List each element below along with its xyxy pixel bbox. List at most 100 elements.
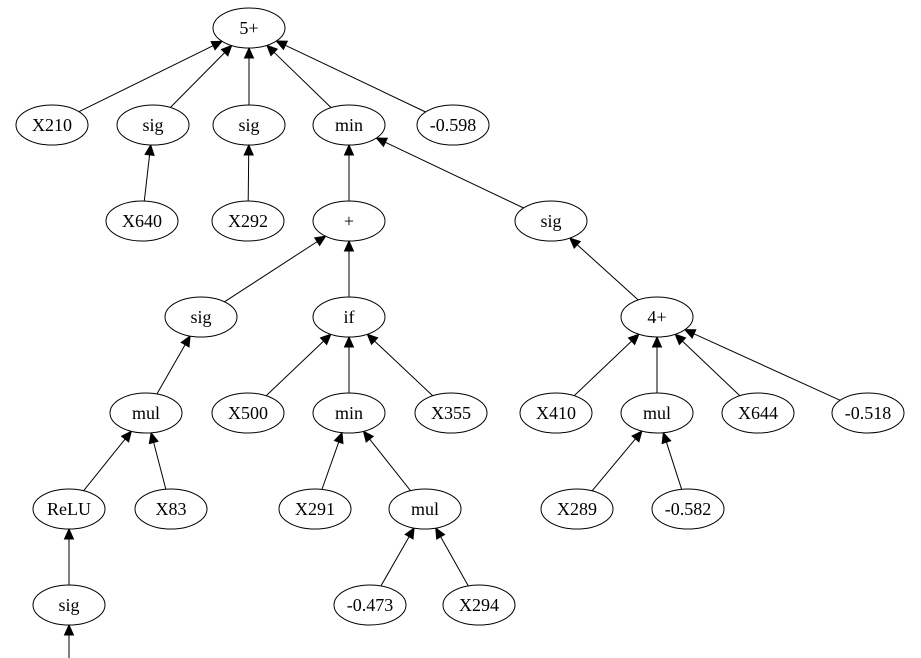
node-ellipse — [105, 200, 179, 242]
node-label: X410 — [536, 403, 576, 423]
node-ellipse — [514, 200, 588, 242]
node-label: X640 — [122, 211, 162, 231]
arrowhead — [631, 430, 643, 443]
edge-sig_e-to-relu — [63, 527, 75, 585]
node-label: ReLU — [47, 499, 91, 519]
node-x355: X355 — [414, 392, 488, 434]
node-ellipse — [312, 200, 386, 242]
edge-x83-to-mul_left — [148, 431, 167, 490]
node-label: mul — [643, 403, 671, 423]
arrowhead — [220, 44, 233, 57]
edge-c_0518-to-four_plus — [683, 329, 841, 401]
edge-line — [682, 340, 741, 397]
node-min-mid: min — [312, 392, 386, 434]
edge-line — [265, 340, 324, 397]
node-c-0518: -0.518 — [831, 392, 905, 434]
edge-x410-to-four_plus — [573, 333, 640, 397]
node-label: sig — [540, 211, 561, 231]
edge-line — [169, 52, 225, 108]
edge-line — [83, 438, 126, 492]
edge-x355-to-if — [366, 333, 434, 397]
arrowhead — [404, 527, 415, 540]
node-label: X291 — [295, 499, 335, 519]
node-ellipse — [620, 296, 694, 338]
node-mul-right: mul — [620, 392, 694, 434]
node-plus: + — [312, 200, 386, 242]
node-ellipse — [414, 392, 488, 434]
edge-line — [591, 438, 636, 492]
node-c-0582: -0.582 — [651, 488, 725, 530]
node-label: X294 — [459, 595, 499, 615]
arrowhead — [343, 239, 355, 252]
node-ellipse — [416, 104, 490, 146]
edge-line — [440, 536, 469, 587]
edge-x500-to-if — [265, 333, 332, 397]
node-label: mul — [132, 403, 160, 423]
node-label: if — [344, 307, 355, 327]
edge-plus-to-min_top — [343, 143, 355, 201]
node-sig-d: sig — [514, 200, 588, 242]
edge-if-to-plus — [343, 239, 355, 297]
node-label: X210 — [32, 115, 72, 135]
edge-x210-to-root — [78, 40, 224, 113]
edge-relu-to-mul_left — [83, 430, 133, 492]
arrowhead — [683, 329, 697, 339]
arrowhead — [362, 430, 375, 443]
arrowhead — [144, 143, 155, 156]
node-relu: ReLU — [32, 488, 106, 530]
node-min-top: min — [312, 104, 386, 146]
edge-line — [665, 442, 683, 490]
node-root: 5+ — [212, 7, 286, 49]
edge-sig_b-to-root — [243, 46, 255, 105]
edge-mul_right-to-four_plus — [651, 335, 663, 393]
edge-c_0598-to-root — [275, 40, 426, 113]
node-ellipse — [278, 488, 352, 530]
arrowhead — [148, 431, 159, 445]
node-four-plus: 4+ — [620, 296, 694, 338]
node-label: sig — [142, 115, 163, 135]
node-mul-left: mul — [109, 392, 183, 434]
node-ellipse — [651, 488, 725, 530]
arrowhead — [180, 335, 191, 348]
node-x292: X292 — [211, 200, 285, 242]
arrowhead — [661, 431, 672, 445]
edge-line — [380, 536, 410, 587]
edge-x289-to-mul_right — [591, 430, 643, 492]
arrowhead — [243, 143, 254, 156]
node-x294: X294 — [442, 584, 516, 626]
node-x644: X644 — [721, 392, 795, 434]
arrowhead — [210, 40, 224, 51]
node-x291: X291 — [278, 488, 352, 530]
edge-line — [78, 45, 214, 113]
edge-mul_mid-to-min_mid — [362, 430, 411, 492]
node-label: sig — [190, 307, 211, 327]
node-x410: X410 — [519, 392, 593, 434]
node-ellipse — [442, 584, 516, 626]
edge-x640-to-sig_a — [143, 143, 155, 202]
node-label: min — [335, 115, 363, 135]
node-ellipse — [540, 488, 614, 530]
edge-min_mid-to-if — [343, 335, 355, 393]
node-ellipse — [212, 7, 286, 49]
node-ellipse — [312, 104, 386, 146]
edge-line — [369, 438, 411, 492]
edge-x291-to-min_mid — [321, 431, 344, 490]
edge-sig_a-to-root — [169, 44, 233, 108]
edge-sig_d-to-min_top — [375, 137, 524, 209]
node-label: X289 — [557, 499, 597, 519]
edge-line — [143, 154, 151, 202]
node-label: 5+ — [239, 18, 258, 38]
node-x500: X500 — [211, 392, 285, 434]
arrowhead — [120, 430, 133, 443]
node-sig-c: sig — [164, 296, 238, 338]
arrowhead — [375, 137, 389, 148]
node-sig-e: sig — [32, 584, 106, 626]
node-ellipse — [116, 104, 190, 146]
node-ellipse — [831, 392, 905, 434]
node-x83: X83 — [134, 488, 208, 530]
edge-x292-to-sig_b — [243, 143, 254, 202]
edge-line — [573, 340, 632, 397]
node-ellipse — [333, 584, 407, 626]
edge-line — [321, 441, 340, 490]
